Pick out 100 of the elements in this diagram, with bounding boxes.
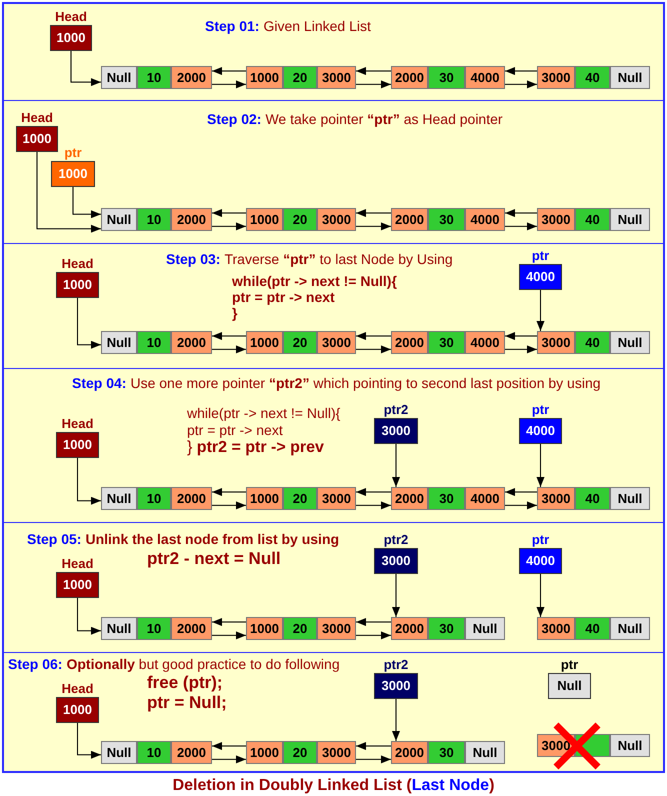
data-cell: 30 [428, 208, 465, 231]
address-cell: 2000 [171, 617, 212, 640]
data-cell: 30 [428, 617, 465, 640]
arrow [356, 67, 392, 76]
arrow [504, 332, 538, 340]
data-cell: 40 [575, 66, 610, 89]
pointer-label: ptr2 [384, 531, 408, 548]
step-description: Unlink the last node from list by using [85, 531, 340, 548]
address-cell: 2000 [171, 208, 212, 231]
address-cell: 4000 [465, 208, 505, 231]
address-cell: 2000 [171, 741, 212, 764]
arrow [504, 345, 538, 354]
code-line: free (ptr); [147, 673, 223, 694]
arrow [392, 698, 400, 742]
step-description: We take pointer “ptr” as Head pointer [265, 111, 503, 128]
address-cell: 2000 [171, 66, 212, 89]
step-description: Optionally but good practice to do following [66, 656, 340, 673]
null-cell: Null [101, 741, 137, 764]
address-cell: 1000 [246, 617, 283, 640]
address-cell: 4000 [465, 331, 505, 354]
pointer-label: ptr [532, 401, 550, 418]
arrow [536, 574, 544, 618]
arrow [212, 488, 246, 496]
address-cell: 3000 [537, 487, 575, 510]
data-cell: 40 [575, 208, 610, 231]
address-cell: 2000 [391, 617, 428, 640]
address-cell: 2000 [391, 66, 428, 89]
address-cell: 1000 [246, 208, 283, 231]
arrow [212, 631, 246, 640]
arrow [212, 755, 246, 764]
arrow [212, 618, 246, 626]
address-cell: 2000 [171, 487, 212, 510]
arrow [72, 186, 102, 218]
code-line: while(ptr -> next != Null){ [232, 273, 397, 290]
pointer-label: ptr2 [384, 656, 408, 673]
step-panel [2, 652, 665, 773]
null-cell: Null [101, 331, 137, 354]
pointer-box: 1000 [16, 126, 58, 152]
data-cell: 20 [283, 66, 317, 89]
pointer-box: 3000 [374, 418, 418, 444]
pointer-box: 4000 [519, 548, 562, 574]
arrow [212, 345, 246, 354]
pointer-box: 1000 [51, 161, 95, 187]
address-cell: 3000 [317, 487, 356, 510]
null-cell: Null [101, 617, 137, 640]
null-cell: Null [610, 66, 650, 89]
step-description: Given Linked List [263, 18, 371, 35]
arrow [356, 80, 392, 88]
address-cell: 3000 [537, 208, 575, 231]
data-cell: 20 [283, 487, 317, 510]
pointer-box: 1000 [56, 272, 99, 298]
pointer-box: 1000 [50, 25, 92, 51]
code-line: ptr = Null; [147, 693, 227, 714]
arrow [356, 488, 392, 496]
null-cell: Null [610, 617, 650, 640]
pointer-label: ptr [64, 144, 82, 161]
null-cell: Null [610, 208, 650, 231]
data-cell: 20 [283, 617, 317, 640]
arrow [504, 209, 538, 218]
step-panel [2, 243, 665, 368]
pointer-box: 3000 [374, 548, 418, 574]
step-label: Step 03: [166, 251, 220, 268]
code-line: ptr = ptr -> next [232, 289, 335, 306]
arrow [212, 742, 246, 750]
code-line: } [232, 305, 238, 322]
address-cell: 4000 [465, 66, 505, 89]
address-cell: 2000 [171, 331, 212, 354]
step-label: Step 05: [27, 531, 82, 548]
address-cell: 3000 [317, 66, 356, 89]
arrow [212, 222, 246, 230]
arrow [77, 598, 102, 635]
data-cell: 10 [137, 741, 171, 764]
data-cell: 10 [137, 617, 171, 640]
null-cell: Null [610, 331, 650, 354]
arrow [356, 345, 392, 354]
data-cell: 10 [137, 487, 171, 510]
data-cell: 10 [137, 66, 171, 89]
pointer-box: 4000 [519, 418, 562, 444]
code-line: } ptr2 = ptr -> prev [187, 438, 324, 458]
data-cell: 20 [283, 741, 317, 764]
step-panel [2, 100, 665, 243]
address-cell: 1000 [246, 66, 283, 89]
data-cell: 30 [428, 487, 465, 510]
arrow [356, 222, 392, 230]
step-label: Step 01: [205, 18, 260, 35]
address-cell: 3000 [537, 66, 575, 89]
arrow [504, 67, 538, 76]
step-panel [2, 368, 665, 522]
address-cell: 1000 [246, 487, 283, 510]
pointer-label: ptr [532, 247, 550, 264]
pointer-box: 3000 [374, 673, 418, 699]
arrow [536, 444, 544, 488]
data-cell: 40 [575, 331, 610, 354]
arrow [356, 742, 392, 750]
arrow [356, 631, 392, 640]
null-cell: Null [610, 734, 650, 757]
step-label: Step 02: [207, 111, 262, 128]
data-cell: 40 [575, 487, 610, 510]
step-panel [2, 2, 665, 100]
pointer-box: 4000 [519, 264, 562, 290]
